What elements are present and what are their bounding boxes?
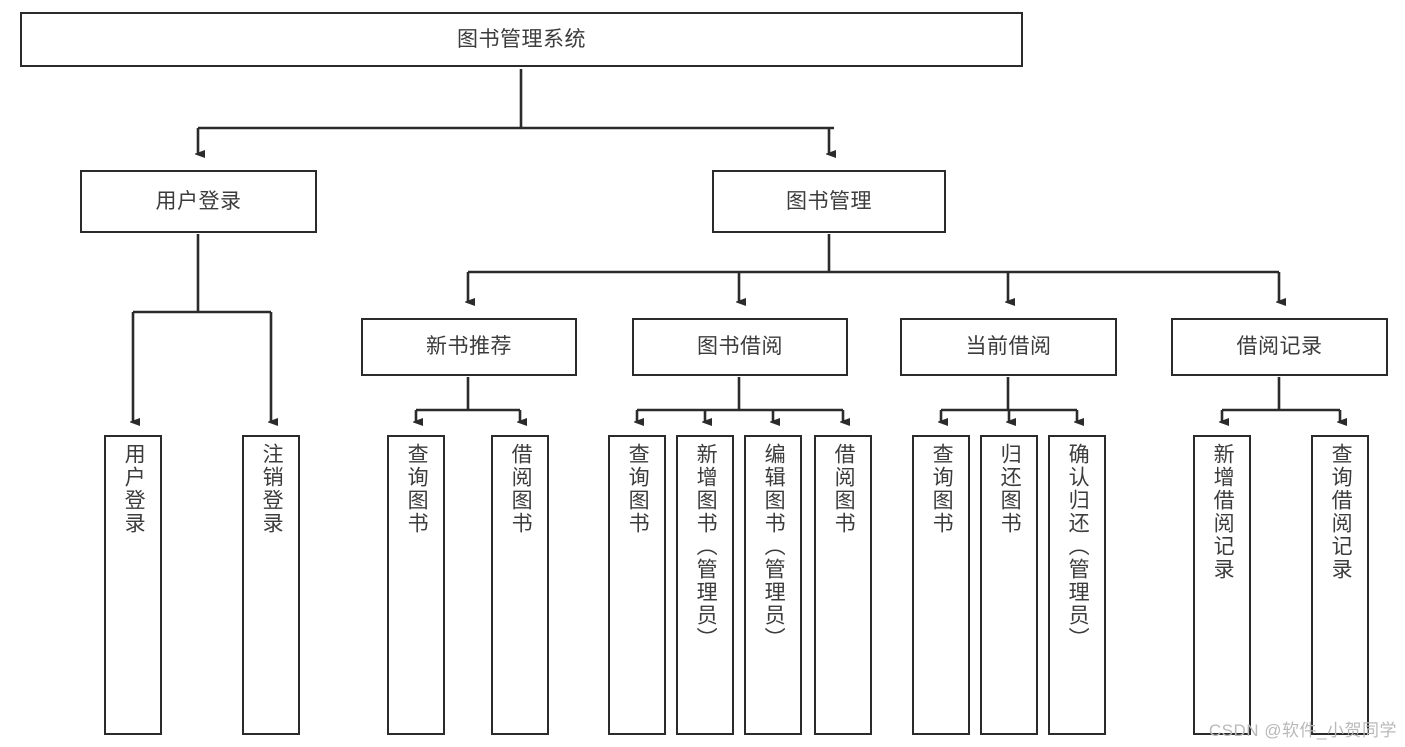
csdn-watermark: CSDN @软件_小贺同学 <box>1208 721 1397 740</box>
node-root-system[interactable]: 图书管理系统 <box>20 12 1023 67</box>
node-label: 图书管理 <box>786 189 872 213</box>
node-label: 图书借阅 <box>697 335 783 359</box>
node-label: 借阅图书 <box>509 443 533 535</box>
node-label: 确认归还（管理员） <box>1066 443 1090 650</box>
node-label: 新书推荐 <box>426 335 512 359</box>
leaf-user-login-signin[interactable]: 用户登录 <box>104 435 162 735</box>
leaf-current-return-book[interactable]: 归还图书 <box>980 435 1038 735</box>
node-label: 注销登录 <box>260 443 284 535</box>
node-new-book-recommend[interactable]: 新书推荐 <box>361 318 577 376</box>
node-label: 新增借阅记录 <box>1211 443 1235 581</box>
leaf-current-confirm-return-admin[interactable]: 确认归还（管理员） <box>1048 435 1106 735</box>
node-label: 用户登录 <box>122 443 146 535</box>
node-label: 图书管理系统 <box>457 27 586 51</box>
node-book-borrow[interactable]: 图书借阅 <box>632 318 848 376</box>
node-current-borrow[interactable]: 当前借阅 <box>900 318 1117 376</box>
leaf-record-query-record[interactable]: 查询借阅记录 <box>1311 435 1369 735</box>
node-label: 查询图书 <box>626 443 650 535</box>
node-label: 用户登录 <box>155 189 242 213</box>
leaf-current-query-book[interactable]: 查询图书 <box>912 435 970 735</box>
node-label: 查询图书 <box>405 443 429 535</box>
node-book-management[interactable]: 图书管理 <box>712 170 946 233</box>
node-label: 借阅图书 <box>832 443 856 535</box>
node-label: 当前借阅 <box>965 335 1052 359</box>
leaf-recommend-query-book[interactable]: 查询图书 <box>387 435 445 735</box>
node-label: 归还图书 <box>998 443 1022 535</box>
node-label: 查询借阅记录 <box>1329 443 1353 581</box>
leaf-borrow-edit-book-admin[interactable]: 编辑图书（管理员） <box>744 435 802 735</box>
leaf-borrow-add-book-admin[interactable]: 新增图书（管理员） <box>676 435 734 735</box>
node-label: 借阅记录 <box>1236 335 1323 359</box>
node-label: 新增图书（管理员） <box>694 443 718 650</box>
leaf-borrow-query-book[interactable]: 查询图书 <box>608 435 666 735</box>
node-borrow-record[interactable]: 借阅记录 <box>1171 318 1388 376</box>
leaf-borrow-borrow-book[interactable]: 借阅图书 <box>814 435 872 735</box>
leaf-recommend-borrow-book[interactable]: 借阅图书 <box>491 435 549 735</box>
node-label: 查询图书 <box>930 443 954 535</box>
node-user-login[interactable]: 用户登录 <box>80 170 317 233</box>
node-label: 编辑图书（管理员） <box>762 443 786 650</box>
leaf-record-add-record[interactable]: 新增借阅记录 <box>1193 435 1251 735</box>
leaf-user-login-signout[interactable]: 注销登录 <box>242 435 300 735</box>
